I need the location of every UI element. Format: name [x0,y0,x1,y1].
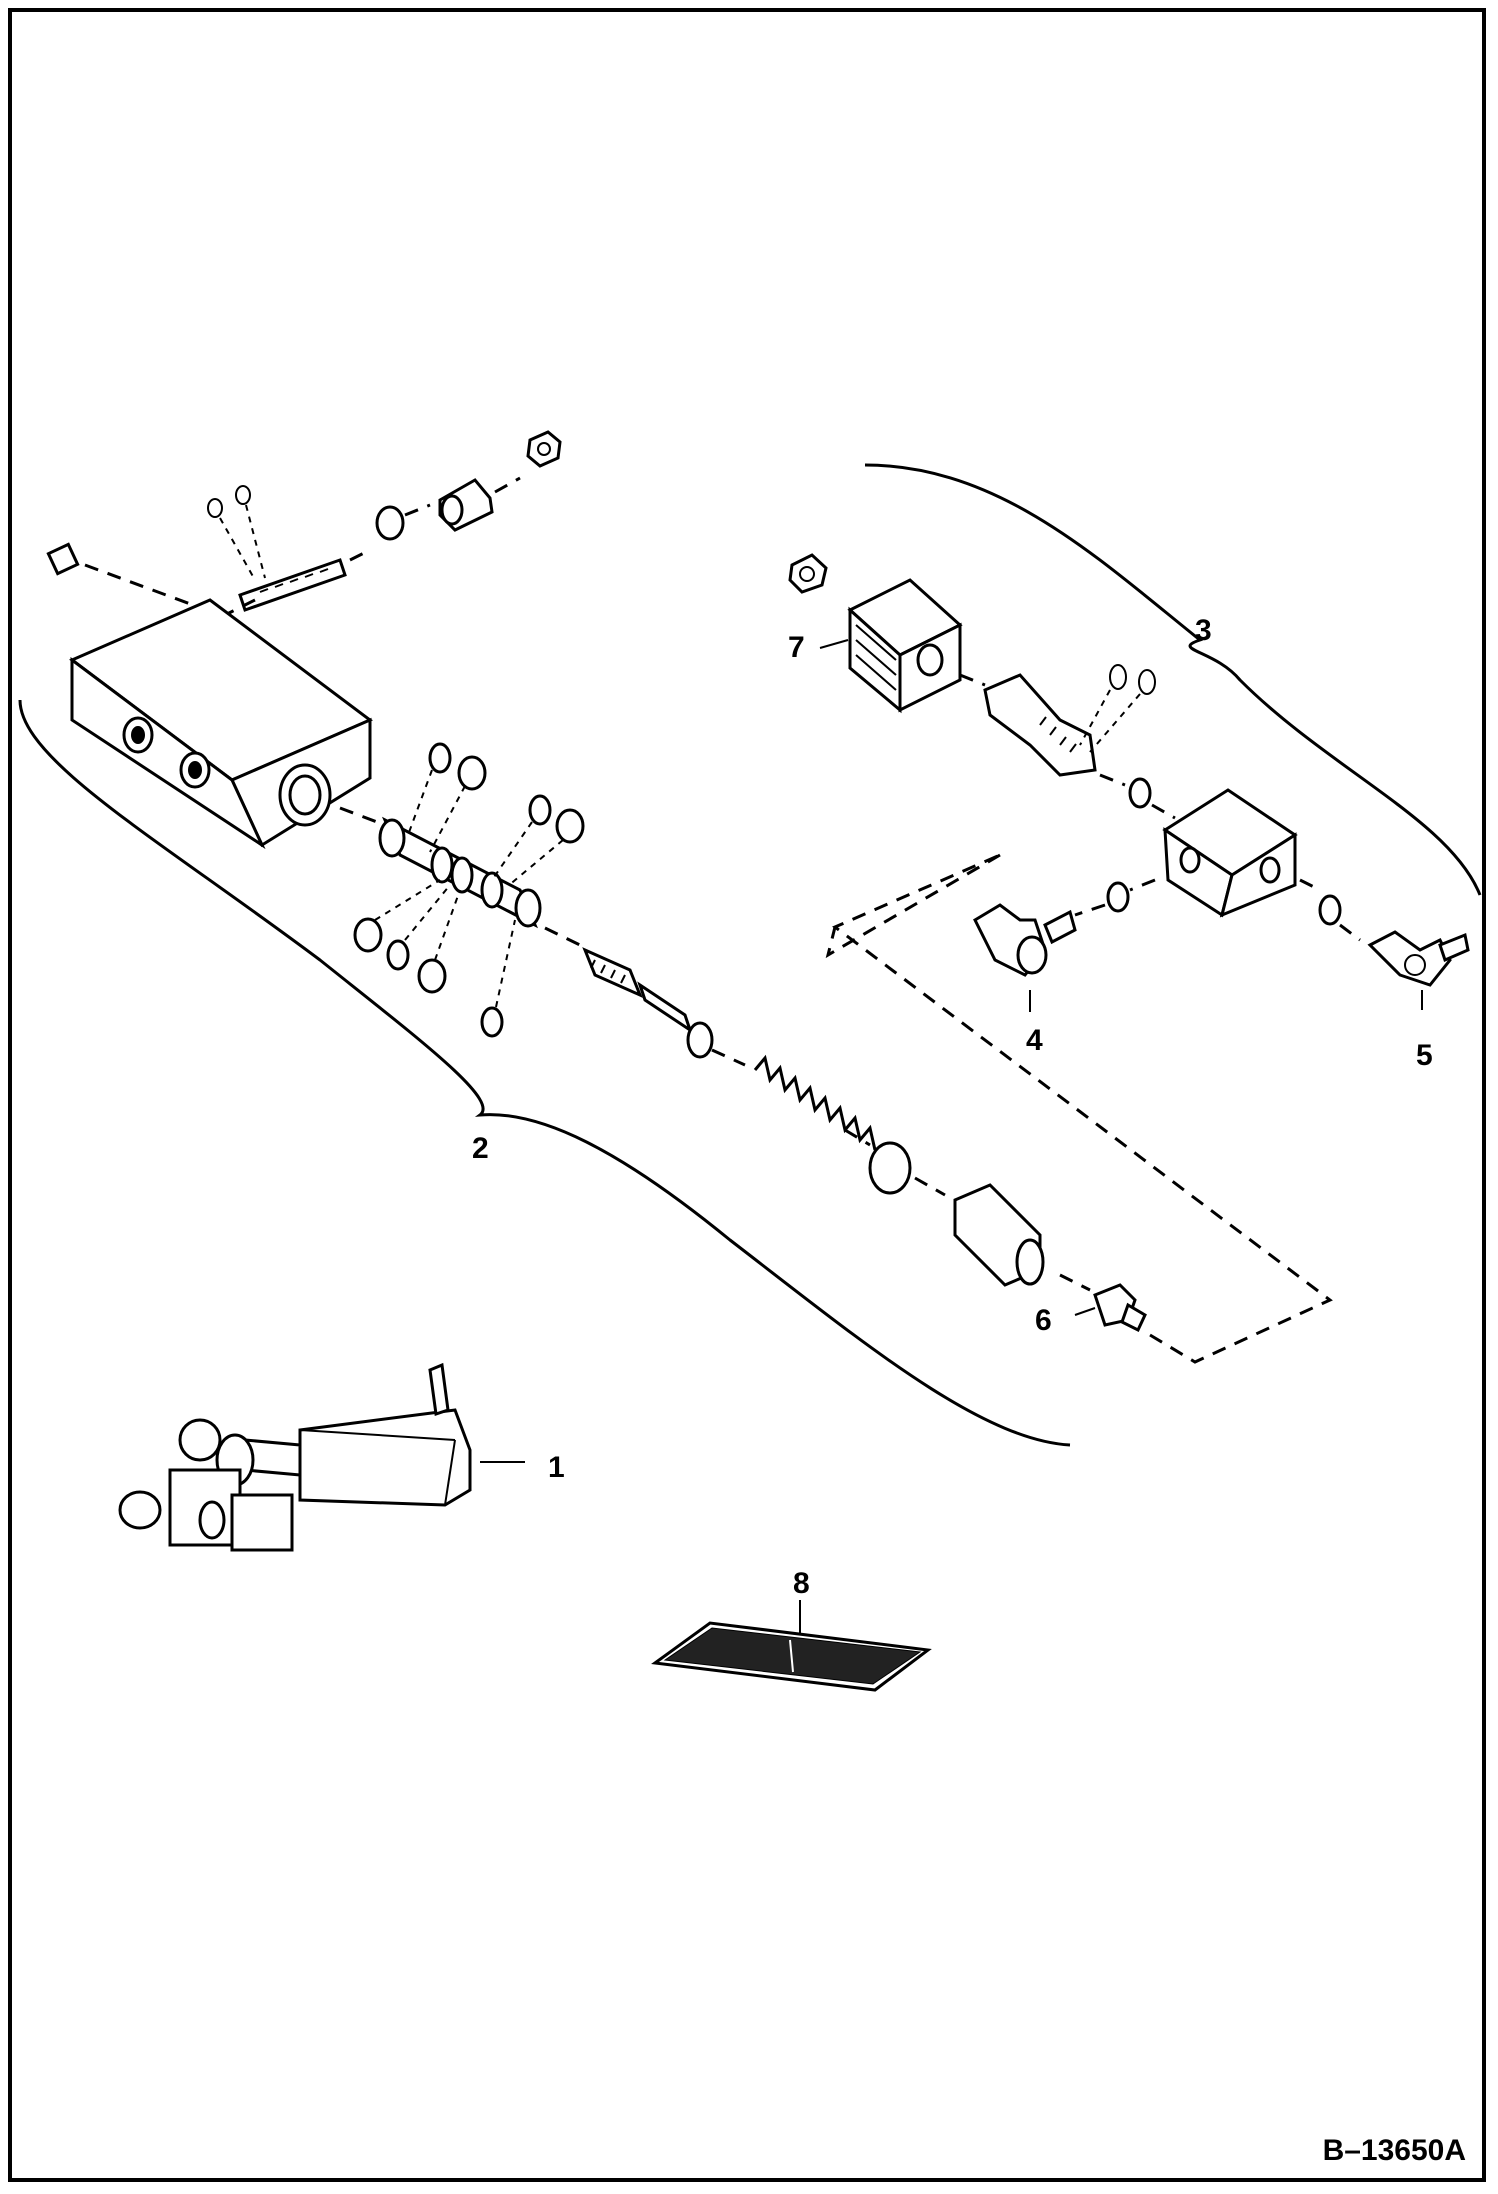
large-oring [868,1141,912,1195]
callout-2: 2 [472,1132,489,1165]
top-fitting [438,476,521,532]
part-1-valve-assembly [118,1362,472,1552]
callout-1: 1 [548,1451,565,1484]
poppet [582,947,746,1067]
top-nut [526,430,562,468]
solenoid-assembly [788,553,1470,987]
callout-5: 5 [1416,1039,1433,1072]
spool-assembly [353,742,585,1038]
callout-3: 3 [1195,614,1212,647]
brace-group-3 [864,463,1482,896]
part-8-decal [651,1621,932,1692]
figure-number: B–13650A [1323,2134,1466,2167]
callout-4: 4 [1026,1024,1043,1057]
cap-plug [953,1183,1091,1292]
kit-outline-left [825,853,1001,959]
valve-body [69,598,386,850]
spring [753,1054,877,1151]
leader-lines [480,639,1423,1640]
callout-7: 7 [788,631,805,664]
set-screw [46,542,221,617]
top-oring [375,505,405,541]
brace-group-2 [18,699,1071,1447]
kit-outline [832,853,1333,1364]
callout-8: 8 [793,1567,810,1600]
part-6-fitting [1093,1283,1147,1333]
callout-6: 6 [1035,1304,1052,1337]
threaded-stud [204,485,371,627]
top-hardware [46,430,562,627]
page-border [8,8,1486,2182]
